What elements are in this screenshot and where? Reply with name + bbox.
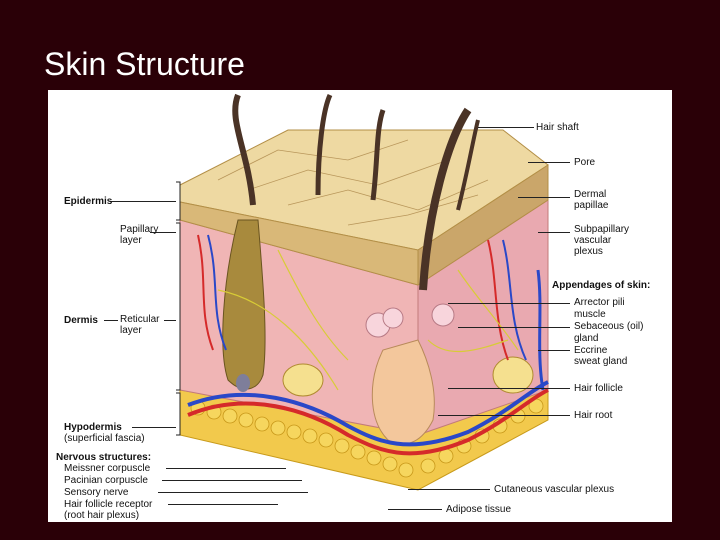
label-hair-shaft: Hair shaft xyxy=(536,122,579,133)
hair-follicle-center xyxy=(371,339,435,445)
label-sebaceous-1: Sebaceous (oil) xyxy=(574,321,644,332)
leader-cutaneous xyxy=(408,489,490,490)
leader-hypodermis xyxy=(132,427,176,428)
sweat-glands xyxy=(282,356,534,397)
leader-sebaceous xyxy=(458,327,570,328)
label-arrector-pili-2: muscle xyxy=(574,309,606,320)
label-arrector-pili-1: Arrector pili xyxy=(574,297,625,308)
layer-brackets xyxy=(176,181,181,436)
nerves xyxy=(217,249,519,391)
label-subpapillary-3: plexus xyxy=(574,246,603,257)
label-eccrine-1: Eccrine xyxy=(574,345,608,356)
label-dermal-papillae-1: Dermal xyxy=(574,189,607,200)
leader-pore xyxy=(528,162,570,163)
label-sebaceous-2: gland xyxy=(574,333,599,344)
leader-eccrine xyxy=(538,350,570,351)
leader-hair-root xyxy=(438,415,570,416)
label-dermis: Dermis xyxy=(64,315,98,326)
leader-papillary xyxy=(150,232,176,233)
blood-vessels xyxy=(187,234,549,456)
leader-subpapillary xyxy=(538,232,570,233)
label-subpapillary-1: Subpapillary xyxy=(574,224,630,235)
label-cutaneous-vascular-plexus: Cutaneous vascular plexus xyxy=(494,484,615,495)
leader-dermis xyxy=(104,320,118,321)
leader-pacinian xyxy=(162,480,302,481)
skin-diagram: Epidermis Papillary layer Dermis Reticul… xyxy=(48,90,672,522)
label-subpapillary-2: vascular xyxy=(574,235,612,246)
leader-adipose xyxy=(388,509,442,510)
slide-title: Skin Structure xyxy=(44,46,245,82)
label-pacinian-corpuscle: Pacinian corpuscle xyxy=(64,475,148,486)
label-hair-root: Hair root xyxy=(574,410,613,421)
leader-dermal-papillae xyxy=(518,197,570,198)
leader-hfr xyxy=(168,504,278,505)
leader-arrector xyxy=(448,303,570,304)
skin-illustration xyxy=(176,93,549,491)
leader-sensory xyxy=(158,492,308,493)
hair-follicle-left xyxy=(222,219,266,392)
adipose-layer xyxy=(179,389,549,491)
label-appendages-of-skin: Appendages of skin: xyxy=(552,280,651,291)
label-dermal-papillae-2: papillae xyxy=(574,200,609,211)
label-eccrine-2: sweat gland xyxy=(574,356,628,367)
label-epidermis: Epidermis xyxy=(64,196,113,207)
label-meissner-corpuscle: Meissner corpuscle xyxy=(64,463,151,474)
label-hypodermis: Hypodermis xyxy=(64,422,122,433)
label-reticular-layer-1: Reticular xyxy=(120,314,160,325)
sebaceous-gland xyxy=(365,303,455,338)
label-nervous-structures: Nervous structures: xyxy=(56,452,152,463)
leader-epidermis xyxy=(110,201,176,202)
leader-meissner xyxy=(166,468,286,469)
label-reticular-layer-2: layer xyxy=(120,325,142,336)
leader-hair-follicle xyxy=(448,388,570,389)
hair-shafts xyxy=(232,93,480,291)
leader-hair-shaft xyxy=(478,127,534,128)
label-sensory-nerve: Sensory nerve xyxy=(64,487,129,498)
label-adipose-tissue: Adipose tissue xyxy=(446,504,512,515)
label-pore: Pore xyxy=(574,157,596,168)
label-superficial-fascia: (superficial fascia) xyxy=(64,433,145,444)
leader-reticular xyxy=(164,320,176,321)
label-root-hair-plexus: (root hair plexus) xyxy=(64,510,140,521)
label-hair-follicle-receptor: Hair follicle receptor xyxy=(64,499,153,510)
label-papillary-layer-1: Papillary xyxy=(120,224,159,235)
label-hair-follicle: Hair follicle xyxy=(574,383,623,394)
label-papillary-layer-2: layer xyxy=(120,235,142,246)
